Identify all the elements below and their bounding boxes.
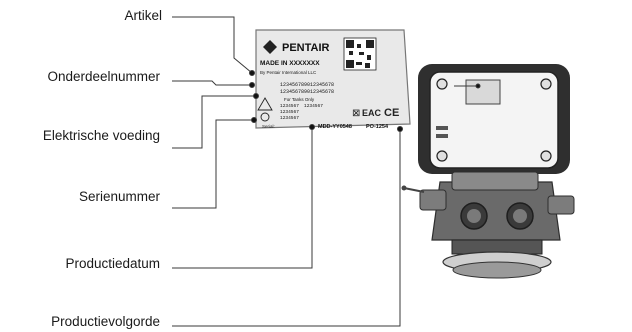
eac-mark: EAC xyxy=(362,108,382,118)
leader-artikel xyxy=(172,17,252,73)
label-serial-b: 1234567 xyxy=(304,103,323,109)
leader-serienummer xyxy=(172,120,254,208)
screw-icon xyxy=(437,79,447,89)
label-made-in: MADE IN XXXXXXX xyxy=(260,60,320,67)
qr-code-icon xyxy=(344,38,376,70)
leader-onderdeelnummer xyxy=(172,81,252,85)
recycle-bin-icon: ⊠ xyxy=(352,108,360,119)
control-valve xyxy=(402,64,575,278)
leader-productievolgorde xyxy=(172,130,400,326)
screw-icon xyxy=(437,151,447,161)
label-part-line-2: 123456789012345678 xyxy=(280,89,334,95)
label-company: By Pentair International LLC xyxy=(260,70,317,75)
label-date-code: MDD-YY0548 xyxy=(318,124,352,130)
label-serial-c: 1234567 xyxy=(280,109,299,115)
label-serial-prefix: Serial: xyxy=(262,124,275,129)
ce-mark: CE xyxy=(384,107,399,119)
leader-elektrische-voeding xyxy=(172,96,256,148)
label-order-code: PO-1254 xyxy=(366,124,389,130)
label-serial-a: 1234567 xyxy=(280,103,299,109)
screw-icon xyxy=(541,79,551,89)
product-label: PENTAIR MADE IN XXXXXXX By Pentair Inter… xyxy=(256,30,410,130)
label-serial-d: 1234567 xyxy=(280,115,299,121)
display-window xyxy=(466,80,500,104)
label-brand: PENTAIR xyxy=(282,42,330,54)
screw-icon xyxy=(541,151,551,161)
label-power-note: For Tanks Only xyxy=(284,97,315,102)
label-part-line-1: 123456789012345678 xyxy=(280,82,334,88)
valve-body xyxy=(432,182,560,240)
leader-productiedatum xyxy=(172,128,312,268)
